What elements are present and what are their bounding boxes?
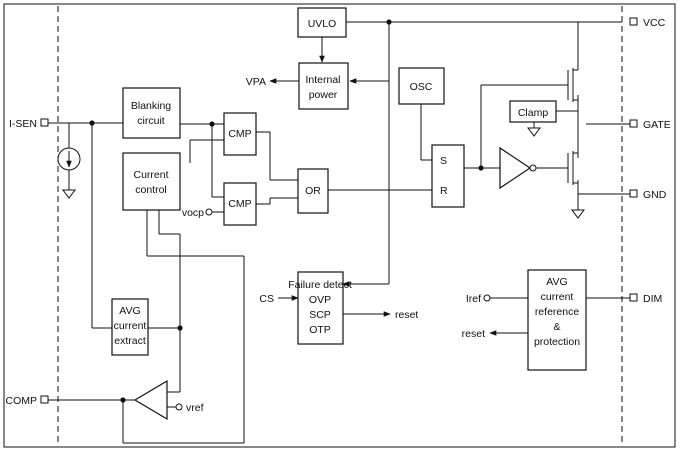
or-gate-block: OR <box>297 168 329 214</box>
osc-label: OSC <box>410 81 433 93</box>
signal-reset-avg: reset <box>462 328 485 340</box>
pin-gate: GATE <box>629 119 671 131</box>
pin-isen: I-SEN <box>9 118 49 130</box>
signal-vpa: VPA <box>246 76 266 88</box>
low-side-mosfet <box>567 151 578 185</box>
diagram-frame <box>3 3 676 448</box>
avg-current-extract-block: AVG current extract <box>111 298 149 356</box>
cmp-top-block: CMP <box>223 112 257 156</box>
avg-ref-line-3: reference <box>535 306 580 318</box>
current-source <box>57 147 81 171</box>
signal-vref: vref <box>186 402 204 414</box>
wires <box>48 21 630 444</box>
pin-comp: COMP <box>6 395 49 407</box>
pin-dim-label: DIM <box>643 293 662 305</box>
pin-gnd-label: GND <box>643 189 667 201</box>
signal-cs: CS <box>259 293 274 305</box>
pin-dim: DIM <box>629 293 662 305</box>
blanking-line-1: Blanking <box>131 100 171 112</box>
failure-detect-block: Failure detect OVP SCP OTP <box>288 271 352 345</box>
cmp-bottom-block: CMP <box>223 182 257 226</box>
ground-symbol-gnd <box>571 209 585 219</box>
failure-line-1: Failure detect <box>288 279 352 291</box>
pin-isen-label: I-SEN <box>9 118 37 130</box>
pin-vcc: VCC <box>629 17 666 29</box>
signal-vref-node: vref <box>175 402 204 414</box>
cmp-bottom-label: CMP <box>228 198 251 210</box>
uvlo-label: UVLO <box>308 18 337 30</box>
signal-reset-failure: reset <box>395 309 418 321</box>
pin-gnd: GND <box>629 189 667 201</box>
pin-gate-label: GATE <box>643 119 671 131</box>
signal-vocp-node: vocp <box>182 207 213 219</box>
clamp-label: Clamp <box>518 107 549 119</box>
avg-ref-line-2: current <box>541 291 574 303</box>
signal-vocp: vocp <box>182 207 204 219</box>
avg-extract-line-1: AVG <box>119 305 140 317</box>
avg-ref-line-4: & <box>553 321 560 333</box>
avg-reference-block: AVG current reference & protection <box>527 269 587 371</box>
pin-comp-label: COMP <box>6 395 38 407</box>
sr-latch-r-label: R <box>440 185 448 197</box>
current-control-block: Current control <box>122 152 181 211</box>
ground-symbol-isen <box>62 189 76 199</box>
avg-extract-line-2: current <box>114 320 147 332</box>
avg-ref-line-5: protection <box>534 336 580 348</box>
or-gate-label: OR <box>305 185 321 197</box>
error-amplifier <box>133 379 168 421</box>
current-control-line-1: Current <box>133 169 168 181</box>
internal-power-block: Internal power <box>298 62 349 110</box>
uvlo-block: UVLO <box>297 7 347 38</box>
avg-ref-line-1: AVG <box>546 276 567 288</box>
osc-block: OSC <box>398 67 445 105</box>
avg-extract-line-3: extract <box>114 335 146 347</box>
signal-iref: Iref <box>466 293 481 305</box>
current-control-line-2: control <box>135 184 167 196</box>
pin-vcc-label: VCC <box>643 17 666 29</box>
internal-power-line-1: Internal <box>305 74 340 86</box>
ground-symbol-clamp <box>527 127 541 137</box>
failure-line-2: OVP <box>309 294 331 306</box>
junction-dots <box>89 19 484 403</box>
failure-line-3: SCP <box>309 309 331 321</box>
blanking-line-2: circuit <box>137 115 165 127</box>
internal-power-line-2: power <box>309 89 338 101</box>
high-side-mosfet <box>567 65 579 102</box>
signal-iref-node: Iref <box>466 293 491 305</box>
failure-line-4: OTP <box>309 324 331 336</box>
blanking-circuit-block: Blanking circuit <box>122 87 181 139</box>
clamp-block: Clamp <box>509 100 557 123</box>
cmp-top-label: CMP <box>228 128 251 140</box>
sr-latch-block: S R <box>431 144 465 208</box>
inverter-gate <box>499 146 537 190</box>
sr-latch-s-label: S <box>440 155 447 167</box>
